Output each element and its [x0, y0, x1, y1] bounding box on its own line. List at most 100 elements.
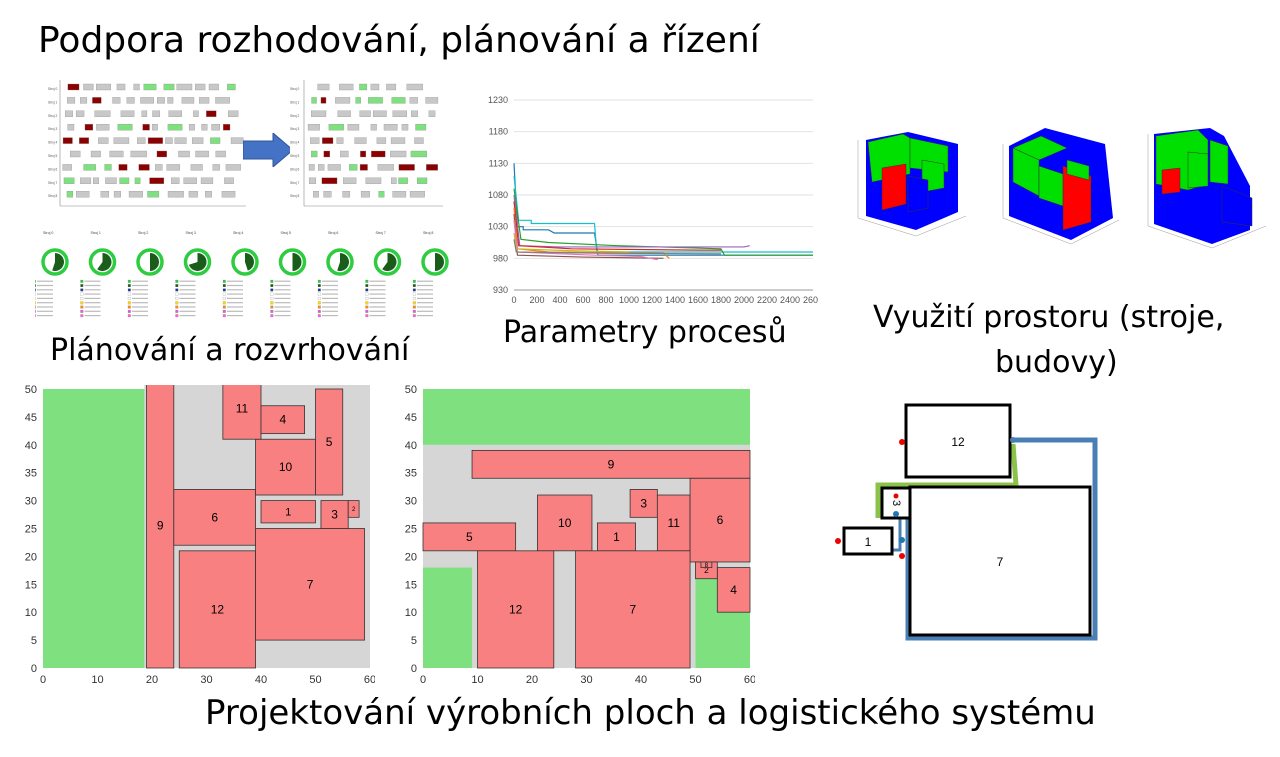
gantt-task [349, 164, 358, 171]
gantt-task [195, 150, 209, 158]
caption-space-line1: Využití prostoru (stroje, [873, 300, 1225, 335]
gauge-legend-swatch [270, 279, 274, 283]
y-tick-label: 15 [405, 579, 417, 591]
y-tick-label: 35 [25, 468, 37, 480]
gantt-task [323, 150, 331, 158]
gauge-fill [292, 253, 302, 271]
gantt-row-label: Stroj 7 [48, 181, 57, 185]
gantt-task [200, 177, 214, 184]
y-tick-label: 15 [25, 579, 37, 591]
gauge-legend-line [37, 297, 53, 299]
series-line [513, 194, 750, 248]
gantt-row-label: Stroj 6 [290, 167, 299, 171]
x-tick-label: 0 [511, 295, 516, 305]
layout-block-label: 5 [466, 530, 473, 544]
gauge-legend-swatch [412, 314, 416, 318]
space-utilization-cube-1 [857, 132, 967, 237]
gauge-legend-line [369, 315, 386, 317]
layout-block-label: 11 [667, 516, 680, 530]
layout-block-label: 7 [307, 577, 314, 591]
x-tick-label: 800 [598, 295, 613, 305]
series-line [513, 163, 813, 256]
gantt-task [116, 83, 126, 91]
gauge-legend-line [227, 310, 243, 312]
gauge-legend-line [417, 310, 433, 312]
gauge-legend-swatch [270, 284, 274, 287]
layout-block-label: 12 [509, 602, 523, 616]
gauge-label: Stroj 2 [138, 231, 148, 235]
gauge-legend-swatch [222, 288, 226, 292]
gauge-legend-line [227, 280, 243, 282]
layout-block-label: 5 [326, 435, 333, 449]
x-tick-label: 30 [200, 674, 212, 685]
gantt-task [166, 164, 180, 171]
gauge-legend-swatch [317, 288, 321, 292]
gantt-task [83, 83, 94, 91]
gauge-label: Stroj 1 [91, 231, 101, 235]
logistics-paths: 12 3 1 7 [835, 403, 1098, 641]
gantt-task [147, 191, 160, 198]
gauge-legend-swatch [127, 297, 131, 300]
layout-block-label: 2 [352, 507, 356, 513]
gauge-legend-swatch [222, 279, 226, 283]
series-line [513, 239, 722, 255]
gauge-legend-line [417, 297, 433, 299]
gauge-legend-swatch [412, 301, 416, 305]
gauge-legend-line [274, 293, 291, 295]
gantt-task [411, 110, 418, 117]
gantt-row-label: Stroj 8 [290, 194, 299, 198]
y-tick-label: 25 [405, 524, 417, 536]
gantt-task [117, 124, 133, 131]
caption-space-line2: budovy) [995, 345, 1118, 380]
gantt-task [142, 124, 150, 131]
y-tick-label: 25 [25, 524, 37, 536]
gantt-task [360, 150, 367, 158]
gauge-legend-line [179, 293, 196, 295]
gantt-task [176, 83, 193, 91]
gantt-task [365, 177, 382, 184]
caption-layout: Projektování výrobních ploch a logistick… [205, 693, 1096, 733]
gauge-legend-line [84, 306, 101, 308]
gantt-task [120, 110, 135, 117]
gantt-task [167, 124, 183, 131]
gauge-legend-swatch [270, 292, 274, 296]
gantt-row-label: Stroj 8 [48, 194, 57, 198]
gantt-task [105, 177, 117, 184]
gantt-task [322, 137, 334, 144]
gauge-legend-line [84, 293, 101, 295]
layout-block [471, 449, 751, 479]
gauge-legend-swatch [35, 292, 36, 296]
gantt-task [317, 83, 330, 91]
gantt-task [118, 164, 128, 171]
layout-block-label: 11 [236, 402, 249, 416]
gauge-legend-swatch [80, 309, 84, 313]
gauge-legend-line [84, 297, 101, 299]
y-tick-label: 45 [25, 412, 37, 424]
gauge-legend-line [132, 302, 148, 304]
gauge-legend-line [227, 315, 243, 317]
gantt-task [206, 110, 217, 117]
layout-block [320, 500, 349, 529]
gantt-task [152, 124, 158, 131]
gantt-task [328, 124, 344, 131]
gauge-fill [435, 253, 444, 271]
y-tick-label: 40 [25, 440, 37, 452]
gantt-task [390, 150, 407, 158]
layout-block [689, 477, 751, 563]
gantt-task [195, 83, 206, 91]
gantt-task [354, 137, 367, 144]
x-tick-label: 60 [744, 674, 755, 685]
x-tick-label: 1400 [665, 295, 685, 305]
layout-block [596, 522, 636, 552]
gauge-legend-line [179, 289, 196, 291]
gantt-task [211, 124, 220, 131]
gauge-legend-swatch [175, 297, 179, 300]
gantt-task [370, 83, 380, 91]
x-tick-label: 2600 [803, 295, 818, 305]
gauge-legend-line [132, 293, 148, 295]
gauge-legend-line [179, 280, 196, 282]
gauge-legend-line [322, 302, 338, 304]
gantt-task [318, 164, 325, 171]
gantt-task [227, 83, 236, 91]
layout-block [260, 500, 316, 524]
